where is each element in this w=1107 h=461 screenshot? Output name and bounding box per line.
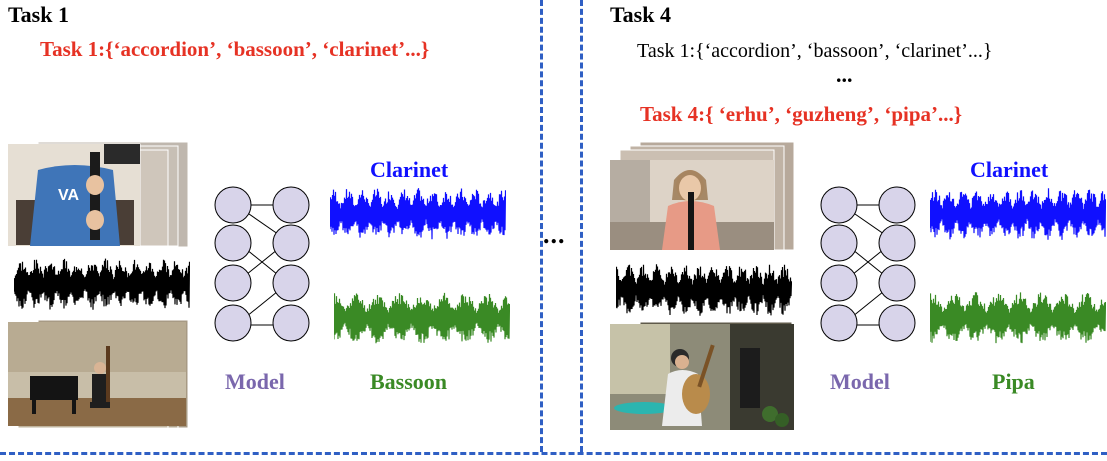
task4-output-pipa-label: Pipa	[992, 369, 1035, 394]
task1-model-label: Model	[225, 369, 285, 394]
task1-title: Task 1	[8, 2, 69, 27]
task1-video-bassoon-stack	[8, 319, 189, 429]
task1-output-bassoon-waveform	[334, 292, 510, 344]
task1-node-l4	[214, 304, 252, 342]
task1-node-r2	[272, 224, 310, 262]
task-divider-right	[580, 0, 583, 452]
task4-model-network	[820, 186, 916, 342]
task4-node-l3	[820, 264, 858, 302]
task1-model-network	[214, 186, 310, 342]
task1-input-waveform	[14, 258, 190, 310]
task1-video-clarinet-stack: VA	[8, 141, 189, 248]
task4-output-pipa-waveform	[930, 292, 1106, 344]
between-tasks-ellipsis: ...	[543, 220, 566, 249]
task1-output-clarinet-label: Clarinet	[370, 157, 449, 182]
task4-node-l4	[820, 304, 858, 342]
task4-classes-ellipsis: ...	[836, 62, 853, 87]
task1-output-clarinet-waveform	[330, 188, 506, 240]
task1-node-l1	[214, 186, 252, 224]
task4-output-clarinet-waveform	[930, 188, 1106, 240]
task4-node-r3	[878, 264, 916, 302]
task1-node-r1	[272, 186, 310, 224]
task4-node-l1	[820, 186, 858, 224]
task4-video-clarinet-stack	[610, 141, 795, 251]
task1-node-r3	[272, 264, 310, 302]
task4-model-label: Model	[830, 369, 890, 394]
task4-node-l2	[820, 224, 858, 262]
task4-video-pipa-stack	[610, 321, 794, 431]
task4-previous-classes: Task 1:{‘accordion’, ‘bassoon’, ‘clarine…	[637, 40, 993, 62]
task4-node-r2	[878, 224, 916, 262]
task1-node-r4	[272, 304, 310, 342]
task1-output-bassoon-label: Bassoon	[370, 369, 448, 394]
task-divider-left	[540, 0, 543, 452]
bottom-divider	[0, 452, 1107, 455]
svg-text:VA: VA	[58, 187, 79, 204]
task1-node-l3	[214, 264, 252, 302]
task4-input-waveform	[616, 264, 792, 316]
task4-node-r1	[878, 186, 916, 224]
task1-classes: Task 1:{‘accordion’, ‘bassoon’, ‘clarine…	[40, 37, 430, 61]
task4-current-classes: Task 4:{ ‘erhu’, ‘guzheng’, ‘pipa’...}	[640, 102, 963, 126]
task1-node-l2	[214, 224, 252, 262]
task4-node-r4	[878, 304, 916, 342]
task4-output-clarinet-label: Clarinet	[970, 157, 1049, 182]
task4-title: Task 4	[610, 2, 671, 27]
